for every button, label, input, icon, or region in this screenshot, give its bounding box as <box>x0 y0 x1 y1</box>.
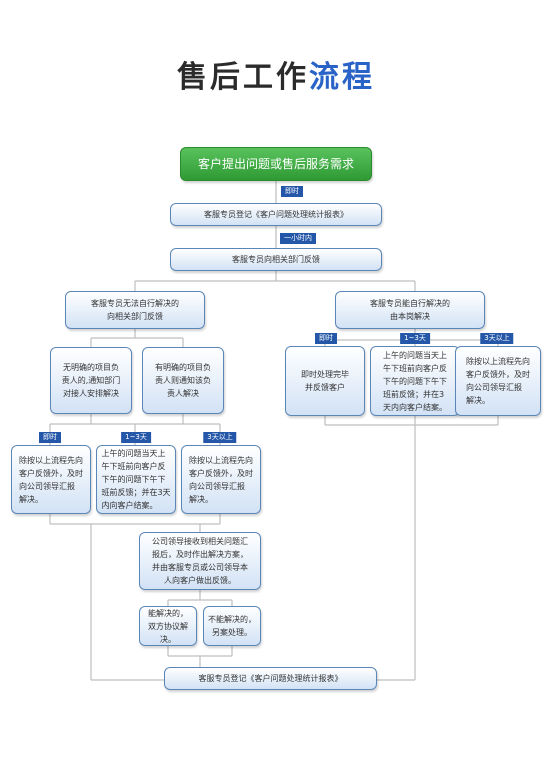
tag-immediate-top: 即时 <box>281 186 303 197</box>
register-top-node: 客服专员登记《客户问题处理统计报表》 <box>170 203 382 226</box>
start-node: 客户提出问题或售后服务需求 <box>180 147 372 181</box>
resolved-node: 能解决的， 双方协议解决。 <box>139 606 197 646</box>
register-bottom-node: 客服专员登记《客户问题处理统计报表》 <box>164 667 377 690</box>
tag-left-3plus: 3天以上 <box>203 432 237 443</box>
tag-right-immediate: 即时 <box>315 333 337 344</box>
right-1to3-node: 上午的问题当天上 午下班前向客户反 下午的问题下午下 班前反馈；并在3 天内向客… <box>370 346 460 416</box>
tag-left-immediate: 即时 <box>39 432 61 443</box>
left-1to3-node: 上午的问题当天上 午下班前向客户反 下午的问题下午下 班前反馈；并在3天 内向客… <box>96 445 176 514</box>
can-solve-node: 客服专员能自行解决的 由本岗解决 <box>335 291 485 329</box>
tag-one-hour: 一小时内 <box>280 233 316 244</box>
unresolved-node: 不能解决的， 另案处理。 <box>203 606 261 646</box>
leader-node: 公司领导接收到相关问题汇 报后，及时作出解决方案， 并由客服专员或公司领导本 人… <box>139 532 261 590</box>
feedback-node: 客服专员向相关部门反馈 <box>170 248 382 271</box>
tag-right-1to3: 1~3天 <box>400 333 430 344</box>
cannot-solve-node: 客服专员无法自行解决的 向相关部门反馈 <box>65 291 205 329</box>
no-owner-node: 无明确的项目负 责人的,通知部门 对接人安排解决 <box>50 347 132 414</box>
right-immediate-node: 即时处理完毕 并反馈客户 <box>285 346 365 416</box>
tag-left-1to3: 1~3天 <box>121 432 151 443</box>
page-title: 售后工作流程 <box>0 52 552 96</box>
left-3plus-node: 除按以上流程先向 客户反馈外，及时 向公司领导汇报 解决。 <box>181 445 261 514</box>
right-3plus-node: 除按以上流程先向 客户反馈外，及时 向公司领导汇报 解决。 <box>455 346 541 416</box>
title-main: 售后工作 <box>177 60 309 95</box>
title-accent: 流程 <box>309 60 375 95</box>
has-owner-node: 有明确的项目负 责人则通知该负 责人解决 <box>142 347 224 414</box>
left-immediate-node: 除按以上流程先向 客户反馈外，及时 向公司领导汇报 解决。 <box>11 445 91 514</box>
tag-right-3plus: 3天以上 <box>480 333 514 344</box>
